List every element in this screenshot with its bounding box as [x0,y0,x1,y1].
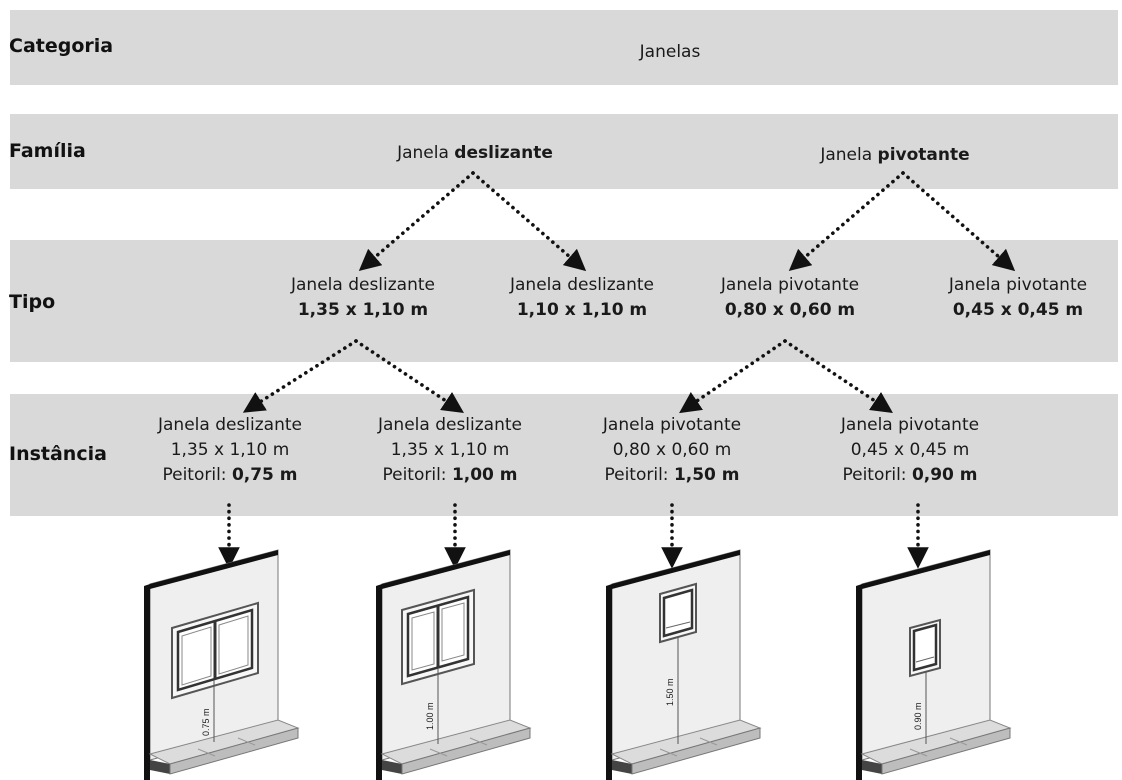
arrow [242,339,358,413]
instancia-node: Janela deslizante 1,35 x 1,10 m Peitoril… [350,413,550,488]
instancia-name: Janela pivotante [840,415,980,435]
tipo-name: Janela deslizante [290,275,435,295]
wall-illustration-deslizante-100: 1.00 m [376,549,532,780]
window-icon [909,618,941,678]
instancia-sill: Peitoril: 0,90 m [842,465,978,485]
window-icon [659,582,697,644]
tipo-node: Janela deslizante 1,35 x 1,10 m [263,273,463,323]
tipo-node: Janela pivotante 0,45 x 0,45 m [918,273,1118,323]
tipo-size: 1,35 x 1,10 m [297,300,429,320]
tipo-label: Tipo [9,291,56,313]
instancia-node: Janela deslizante 1,35 x 1,10 m Peitoril… [130,413,330,488]
instancia-size: 0,80 x 0,60 m [612,440,732,460]
instancia-size: 1,35 x 1,10 m [170,440,290,460]
categoria-label: Categoria [9,35,114,57]
arrow [901,171,1016,272]
tipo-name: Janela pivotante [948,275,1088,295]
tipo-name: Janela deslizante [509,275,654,295]
wall-illustration-pivotante-090: 0.90 m [856,549,1012,780]
arrow [354,339,464,413]
window-icon [401,588,475,686]
arrow [783,339,893,413]
tipo-size: 0,80 x 0,60 m [724,300,856,320]
categoria-band [10,10,1118,85]
familia-prefix: Janela [820,145,878,165]
familia-prefix: Janela [397,143,455,163]
instancia-size: 1,35 x 1,10 m [390,440,510,460]
arrow [358,171,475,272]
window-icon [171,601,259,700]
wall-illustration-pivotante-150: 1.50 m [606,549,762,780]
instancia-name: Janela pivotante [602,415,742,435]
tipo-name: Janela pivotante [720,275,860,295]
categoria-node: Janelas [639,42,701,62]
instancia-label: Instância [9,443,107,465]
sill-dimension: 0.75 m [201,708,211,736]
familia-name: deslizante [454,143,553,163]
instancia-sill: Peitoril: 1,00 m [382,465,518,485]
wall-illustration-deslizante-075: 0.75 m [144,549,300,780]
instancia-sill: Peitoril: 0,75 m [162,465,298,485]
instancia-name: Janela deslizante [377,415,522,435]
instancia-band [10,394,1118,516]
instancia-node: Janela pivotante 0,80 x 0,60 m Peitoril:… [572,413,772,488]
familia-name: pivotante [877,145,970,165]
sill-dimension: 0.90 m [913,702,923,730]
sill-dimension: 1.00 m [425,702,435,730]
instancia-sill: Peitoril: 1,50 m [604,465,740,485]
arrow [471,171,587,272]
familia-node-deslizante: Janela deslizante [370,141,580,166]
familia-node-pivotante: Janela pivotante [790,143,1000,168]
tipo-size: 0,45 x 0,45 m [952,300,1084,320]
instancia-node: Janela pivotante 0,45 x 0,45 m Peitoril:… [810,413,1010,488]
instancia-size: 0,45 x 0,45 m [850,440,970,460]
tipo-node: Janela deslizante 1,10 x 1,10 m [482,273,682,323]
tipo-size: 1,10 x 1,10 m [516,300,648,320]
tipo-node: Janela pivotante 0,80 x 0,60 m [690,273,890,323]
familia-label: Família [9,140,86,162]
familia-band [10,114,1118,189]
instancia-name: Janela deslizante [157,415,302,435]
arrow [788,171,905,272]
sill-dimension: 1.50 m [665,678,675,706]
arrow [679,339,787,414]
